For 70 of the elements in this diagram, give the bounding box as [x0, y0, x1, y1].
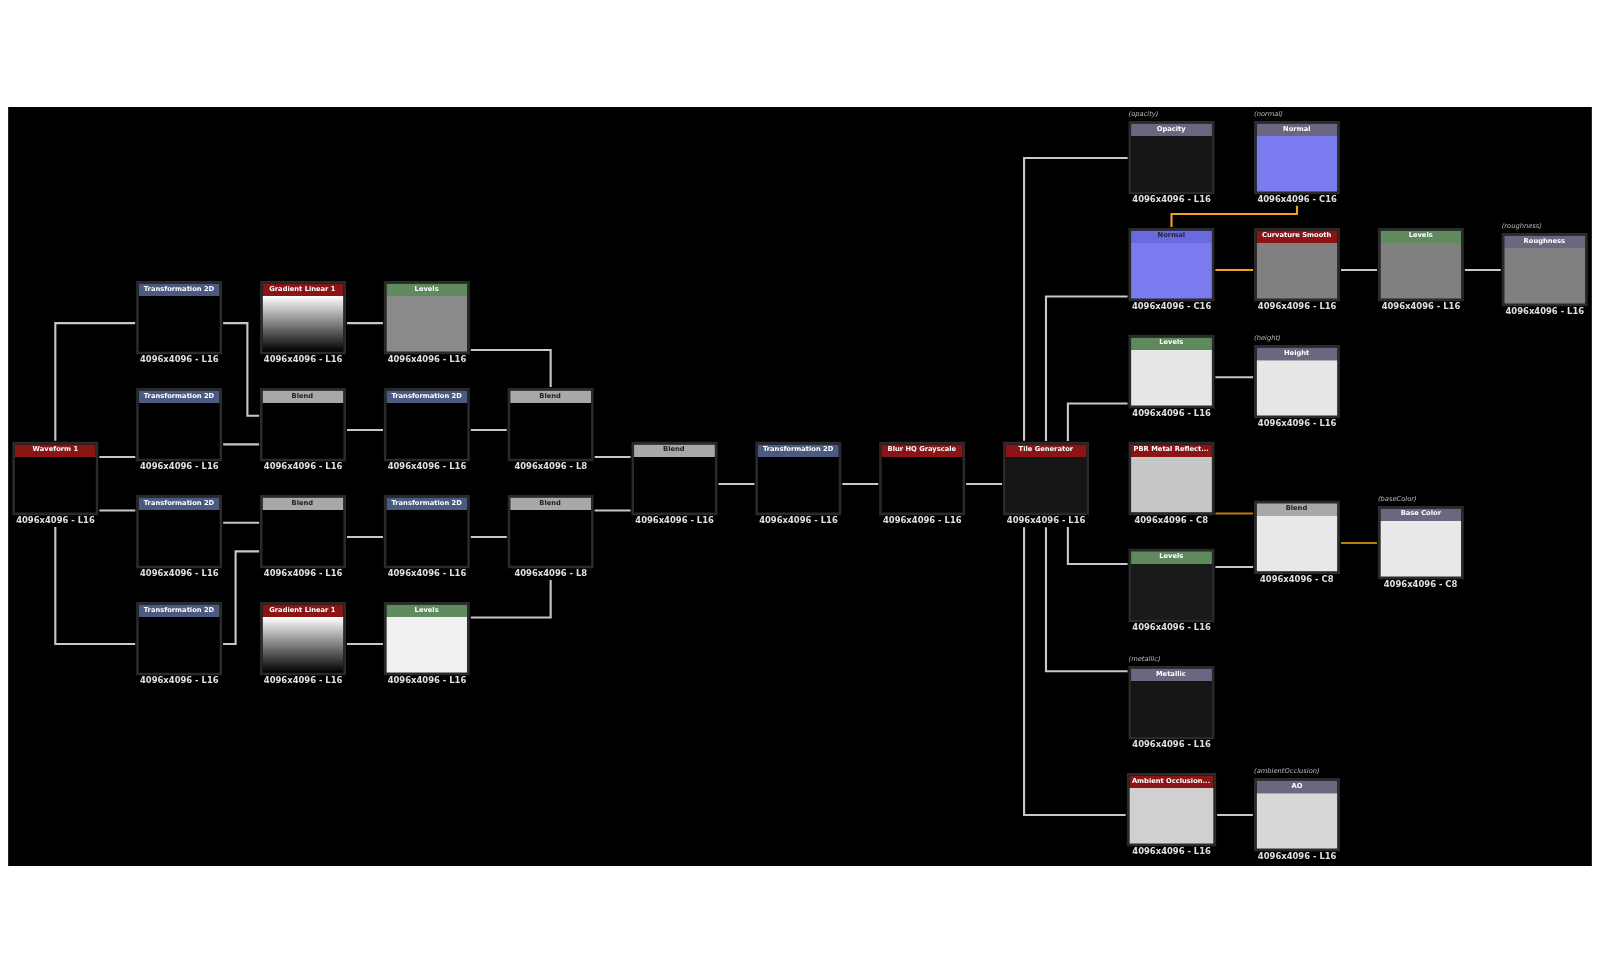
connector — [966, 482, 1003, 485]
node-label: 4096x4096 - L16 — [1132, 407, 1211, 418]
connector — [470, 579, 552, 619]
connector — [470, 428, 507, 431]
connector — [223, 321, 260, 417]
node-label: 4096x4096 - C16 — [1131, 300, 1212, 311]
connector — [842, 482, 879, 485]
node-label: 4096x4096 - L16 — [139, 460, 219, 471]
node-label: 4096x4096 - L16 — [139, 567, 219, 578]
node-label: 4096x4096 - L16 — [1132, 738, 1211, 749]
node-label: 4096x4096 - L16 — [263, 567, 343, 578]
node-label: 4096x4096 - L16 — [387, 674, 467, 685]
connector — [1044, 295, 1128, 441]
node-label: 4096x4096 - L8 — [514, 460, 588, 471]
connector — [1066, 401, 1128, 441]
connector — [1341, 541, 1377, 544]
connector — [1341, 268, 1377, 271]
node-label: 4096x4096 - L16 — [1257, 850, 1337, 861]
connector — [1215, 511, 1254, 514]
connector — [347, 428, 383, 431]
connector — [594, 455, 631, 458]
node-label: 4096x4096 - C8 — [1383, 578, 1458, 589]
connector — [718, 482, 755, 485]
connector — [1044, 526, 1128, 672]
node-label: 4096x4096 - C16 — [1257, 193, 1337, 204]
connector — [1215, 565, 1254, 568]
connector — [1066, 526, 1128, 565]
connector — [1215, 268, 1254, 271]
connector — [223, 521, 260, 524]
node-label: 4096x4096 - L16 — [1006, 514, 1086, 525]
node-label: 4096x4096 - L16 — [139, 674, 219, 685]
node-label: 4096x4096 - C8 — [1259, 573, 1334, 584]
node-label: 4096x4096 - L16 — [1132, 621, 1211, 632]
connector — [223, 549, 260, 645]
connector — [470, 535, 507, 538]
node-label: 4096x4096 - L16 — [1257, 300, 1337, 311]
node-label: 4096x4096 - L16 — [759, 514, 838, 525]
connector — [594, 508, 631, 512]
connector — [347, 321, 383, 324]
connector — [1023, 156, 1128, 441]
node-label: 4096x4096 - L16 — [1132, 193, 1211, 204]
connector — [1023, 526, 1126, 816]
connector — [470, 348, 552, 387]
connector — [1170, 205, 1299, 227]
node-label: 4096x4096 - L16 — [1505, 305, 1585, 316]
node-label: 4096x4096 - L8 — [514, 567, 588, 578]
node-label: 4096x4096 - L16 — [1381, 300, 1461, 311]
connector — [223, 442, 260, 445]
connector — [1464, 268, 1501, 271]
connector — [347, 642, 383, 645]
node-label: 4096x4096 - L16 — [387, 567, 467, 578]
connector — [99, 455, 136, 458]
connector — [1215, 375, 1254, 378]
node-label: 4096x4096 - L16 — [263, 674, 343, 685]
node-label: 4096x4096 - L16 — [635, 514, 714, 525]
node-label: 4096x4096 - C8 — [1134, 514, 1209, 525]
connector — [54, 526, 136, 645]
node-label: 4096x4096 - L16 — [387, 353, 467, 364]
connector — [99, 508, 136, 512]
node-label: 4096x4096 - L16 — [1132, 845, 1211, 856]
connector — [347, 535, 383, 538]
node-label: 4096x4096 - L16 — [263, 460, 343, 471]
node-label: 4096x4096 - L16 — [882, 514, 962, 525]
connector — [1217, 813, 1253, 816]
node-label: 4096x4096 - L16 — [387, 460, 467, 471]
node-label: 4096x4096 - L16 — [1257, 417, 1337, 428]
node-label: 4096x4096 - L16 — [139, 353, 219, 364]
node-label: 4096x4096 - L16 — [16, 514, 95, 525]
connector — [54, 321, 136, 441]
node-label: 4096x4096 - L16 — [263, 353, 343, 364]
